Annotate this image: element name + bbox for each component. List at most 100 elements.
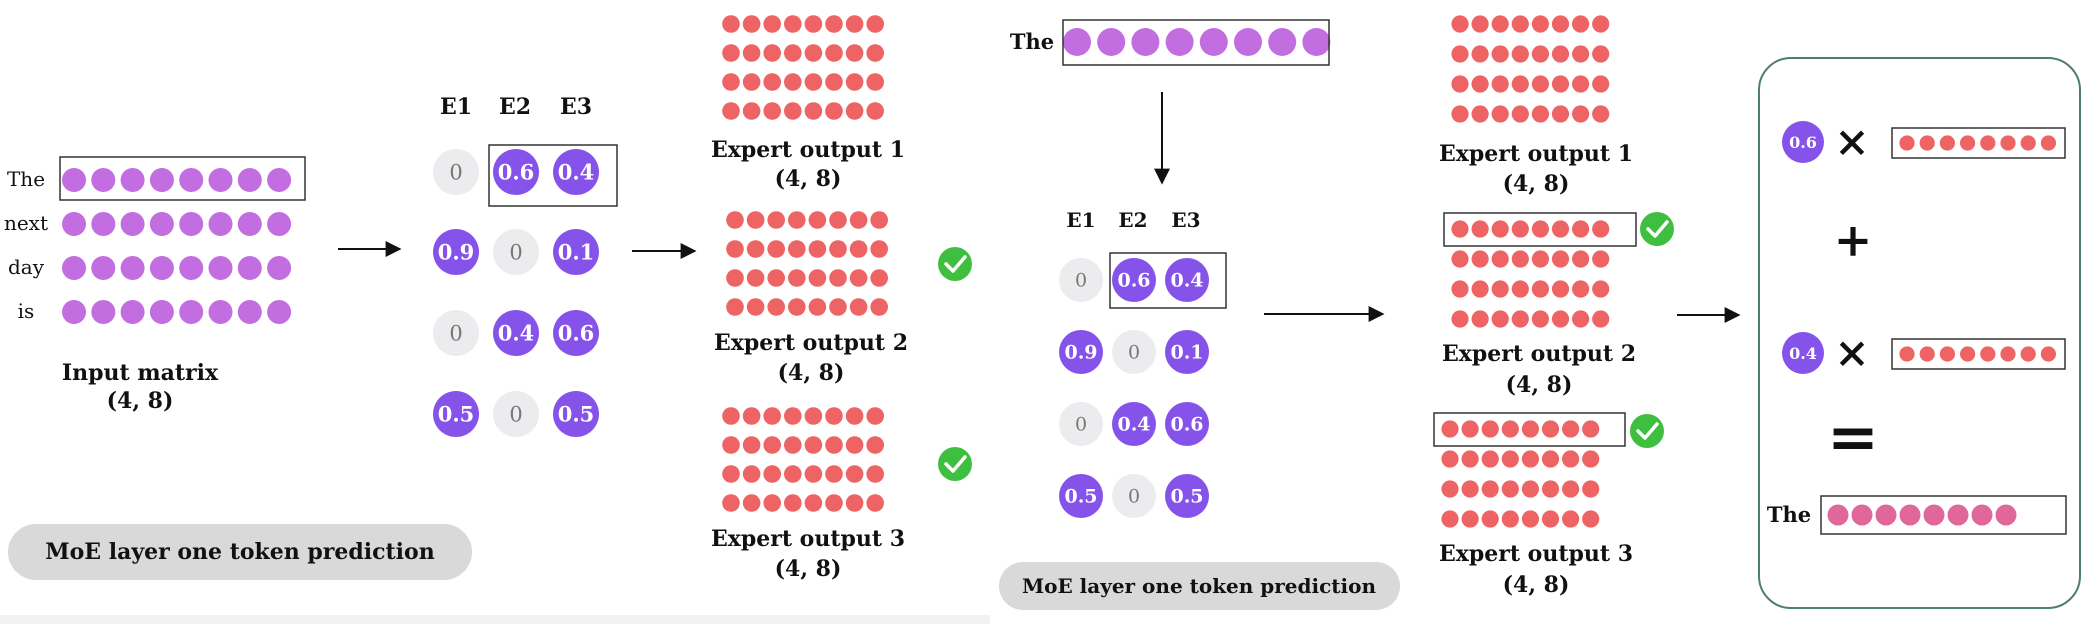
expert-output-dot (1491, 280, 1509, 298)
expert-output-dot (1531, 280, 1549, 298)
expert-output-dot (845, 407, 864, 425)
expert-output-dot (808, 298, 827, 316)
expert-output-dot (767, 211, 785, 229)
weight-badge (433, 229, 479, 275)
output-token-dot (1851, 504, 1873, 526)
expert-output-dot (763, 465, 781, 483)
expert-output-dot (1441, 420, 1459, 438)
token-vector-box (1062, 19, 1330, 66)
expert-header: E3 (1171, 208, 1200, 232)
expert-output-dot (788, 269, 806, 287)
expert-output-dot (808, 240, 827, 258)
weight-badge (553, 229, 599, 275)
expert-output-dot (2040, 135, 2056, 151)
expert-output-dot (1511, 15, 1529, 33)
expert-output-dot (1592, 45, 1610, 63)
expert-output-dot (1481, 510, 1499, 528)
input-matrix-caption: Input matrix (62, 360, 219, 386)
expert-output-dot (722, 15, 740, 33)
token-embedding-dot (120, 212, 145, 236)
weight-zero-badge (433, 149, 479, 195)
expert-output-dot (1501, 420, 1519, 438)
expert-output-dot (804, 494, 823, 512)
expert-output-dot (1531, 220, 1549, 238)
expert-output-dot (1471, 15, 1489, 33)
expert-output-dot (1531, 310, 1549, 328)
expert-output-dot (1592, 310, 1610, 328)
token-embedding-dot (91, 300, 116, 324)
token-label: next (4, 211, 48, 235)
expert-output-dot (784, 465, 802, 483)
expert-output-dot (1441, 510, 1459, 528)
expert-output-dot (1562, 450, 1580, 468)
expert-output-dot (1491, 220, 1509, 238)
weight-value: 0 (449, 321, 462, 345)
output-token-dot (1947, 504, 1969, 526)
token-embedding-dot (237, 168, 262, 192)
expert-output-dot (825, 15, 843, 33)
expert-output-dot (1511, 45, 1529, 63)
weight-value: 0 (509, 240, 522, 264)
weight-value: 0.5 (1170, 486, 1203, 508)
token-embedding-dot (120, 256, 145, 280)
expert-output-dot (784, 407, 802, 425)
expert-output-dot (746, 240, 765, 258)
expert-output-dot (825, 465, 843, 483)
expert-output-dot (1441, 450, 1459, 468)
expert-output-dot (1551, 250, 1570, 268)
times-sign: × (1834, 328, 1869, 377)
token-embedding-dot (62, 168, 86, 192)
expert-output-dot (1541, 450, 1560, 468)
token-embedding-dot (179, 168, 204, 192)
token-embedding-dot (267, 168, 292, 192)
result-vector-box (1820, 495, 2067, 535)
input-matrix-shape: (4, 8) (107, 388, 174, 414)
expert-output-dot (1521, 420, 1539, 438)
weight-badge (1165, 330, 1209, 374)
expert-output-dot (1919, 346, 1935, 362)
expert-output-dot (808, 211, 827, 229)
expert-output-dot (866, 44, 884, 62)
token-embedding-dot (91, 168, 116, 192)
expert-output-dot (1451, 105, 1469, 123)
expert-output-shape: (4, 8) (1506, 372, 1573, 398)
expert-output-dot (726, 298, 744, 316)
token-embedding-dot (179, 256, 204, 280)
expert-output-dot (767, 240, 785, 258)
single-token-vector (1063, 28, 1331, 56)
expert-output-dot (742, 44, 761, 62)
expert-output-dot (808, 269, 827, 287)
expert-output-dot (1531, 105, 1549, 123)
token-embedding-dot (91, 212, 116, 236)
expert-output-dot (1572, 220, 1590, 238)
expert-output-dot (1980, 135, 1996, 151)
expert-output-dot (1572, 105, 1590, 123)
weight-value: 0.9 (438, 239, 475, 264)
expert-output-shape: (4, 8) (1503, 171, 1570, 197)
output-token-dot (1923, 504, 1945, 526)
expert-output-dot (1582, 450, 1600, 468)
expert-output-dot (845, 102, 864, 120)
expert-output-dot (1461, 420, 1479, 438)
expert-output-dot (1572, 45, 1590, 63)
expert-output-dot (1511, 220, 1529, 238)
expert-output-dot (1939, 135, 1955, 151)
expert-output-dot (1441, 480, 1459, 498)
expert-output-dot (1572, 280, 1590, 298)
weight-value: 0.1 (558, 239, 595, 264)
expert-output-row (1899, 346, 2056, 362)
expert-output-dot (866, 73, 884, 91)
expert-outputs (722, 15, 888, 512)
expert-output-dot (1451, 310, 1469, 328)
expert-output-dot (1592, 250, 1610, 268)
caption-pill-text: MoE layer one token prediction (45, 539, 434, 565)
expert-header: E1 (440, 94, 472, 120)
expert-output-dot (722, 73, 740, 91)
result-vector (1827, 504, 2017, 526)
expert-output-dot (1572, 75, 1590, 93)
expert-output-dot (784, 15, 802, 33)
token-embedding-dot (179, 212, 204, 236)
token-embedding-dot (1165, 28, 1194, 56)
expert-output-dot (2020, 346, 2036, 362)
expert-output-dot (1451, 280, 1469, 298)
